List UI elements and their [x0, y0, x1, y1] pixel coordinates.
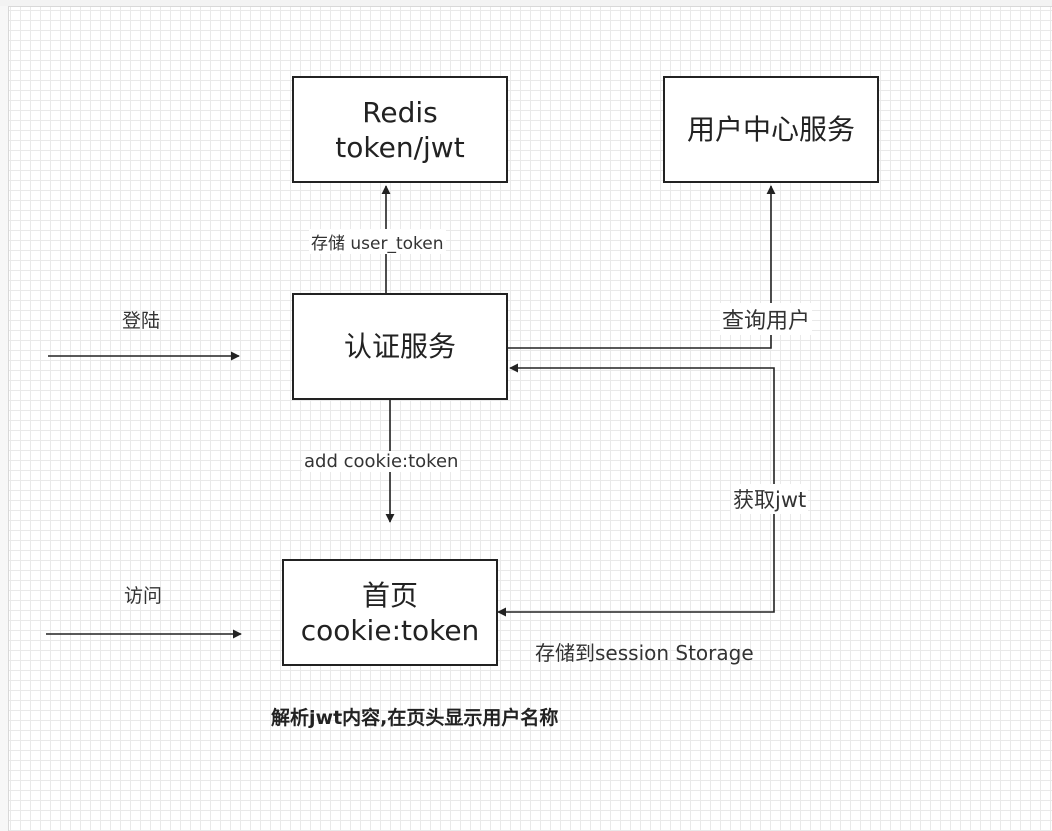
auth-service-node[interactable]: 认证服务: [292, 293, 508, 400]
arrow-query-user[interactable]: [508, 185, 776, 349]
canvas-top-ruler: [0, 0, 1052, 7]
store-session-label: 存储到session Storage: [535, 641, 754, 665]
home-subtitle: cookie:token: [300, 613, 480, 647]
canvas-left-ruler: [0, 6, 9, 831]
home-title: 首页: [361, 578, 418, 612]
get-jwt-label: 获取jwt: [731, 484, 809, 514]
auth-service-label: 认证服务: [343, 330, 456, 363]
home-page-node[interactable]: 首页 cookie:token: [282, 559, 498, 666]
redis-subtitle: token/jwt: [335, 130, 465, 164]
redis-node[interactable]: Redis token/jwt: [292, 76, 508, 183]
store-user-token-label: 存储 user_token: [309, 229, 446, 254]
parse-jwt-note: 解析jwt内容,在页头显示用户名称: [271, 707, 559, 729]
query-user-label: 查询用户: [720, 303, 813, 335]
add-cookie-label: add cookie:token: [302, 451, 461, 472]
user-center-label: 用户中心服务: [686, 113, 855, 146]
redis-title: Redis: [362, 95, 438, 129]
user-center-node[interactable]: 用户中心服务: [663, 76, 879, 183]
visit-label: 访问: [124, 585, 163, 607]
login-label: 登陆: [122, 310, 161, 332]
